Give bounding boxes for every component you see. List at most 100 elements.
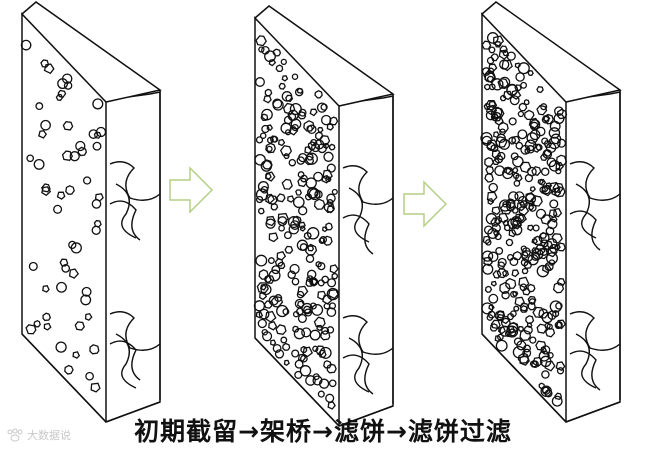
particle: [514, 84, 522, 92]
particle: [486, 32, 499, 44]
particle: [274, 349, 285, 359]
particle: [292, 311, 300, 318]
particle: [276, 251, 287, 261]
particle: [499, 94, 507, 102]
particle: [555, 361, 566, 372]
pore-channel-inner: [348, 187, 370, 243]
particle: [255, 195, 264, 204]
particle: [283, 115, 293, 125]
watermark: 大数据说: [6, 426, 71, 444]
particle: [545, 182, 553, 190]
particle: [554, 392, 563, 401]
particle: [494, 310, 506, 321]
particle: [84, 312, 93, 321]
filter-panels: [20, 1, 622, 427]
particle: [296, 156, 306, 165]
pore-channel-inner: [115, 333, 137, 389]
particle: [508, 136, 517, 145]
particle: [299, 225, 306, 232]
particle: [259, 291, 268, 301]
pore-channel: [342, 165, 394, 255]
particle: [505, 238, 514, 247]
particle: [543, 140, 553, 148]
particle: [26, 154, 35, 163]
particle: [487, 67, 495, 75]
particle: [541, 311, 554, 324]
particle: [271, 135, 279, 143]
particle: [318, 237, 326, 244]
particle: [264, 310, 277, 323]
particle: [320, 114, 332, 126]
particle: [266, 124, 274, 131]
particle: [68, 268, 80, 279]
particle: [297, 177, 308, 188]
particle: [257, 318, 267, 329]
particle: [328, 302, 337, 310]
particle: [322, 169, 333, 181]
particle: [268, 232, 279, 243]
particle: [272, 98, 283, 109]
particle: [307, 245, 315, 252]
particle: [303, 305, 312, 314]
particle: [287, 195, 295, 203]
particle: [43, 63, 55, 75]
particle: [551, 187, 562, 198]
particle: [491, 149, 502, 159]
particle: [42, 312, 52, 322]
particle: [307, 141, 317, 151]
particle: [520, 245, 527, 252]
particle: [527, 224, 534, 232]
particle: [295, 189, 303, 196]
particle: [556, 367, 565, 375]
particle: [548, 259, 556, 266]
particle: [502, 201, 509, 208]
particle: [289, 263, 300, 275]
particle: [329, 116, 339, 126]
particle: [544, 327, 556, 338]
particle: [264, 50, 276, 63]
particle: [545, 226, 555, 236]
particle: [501, 315, 511, 325]
particle: [82, 176, 92, 185]
particle: [550, 216, 558, 223]
particle: [535, 340, 547, 351]
process-caption: 初期截留→架桥→滤饼→滤饼过滤: [134, 417, 512, 446]
particle: [514, 62, 521, 69]
particle: [497, 78, 509, 90]
particle: [276, 304, 289, 318]
particle: [93, 131, 102, 139]
paw-logo-icon: [7, 428, 23, 442]
particle: [523, 344, 531, 353]
particle: [512, 250, 523, 261]
particle: [309, 108, 318, 117]
particle: [305, 152, 318, 165]
particle: [321, 226, 328, 233]
particle: [554, 106, 564, 117]
pore-channel: [109, 161, 161, 241]
particle: [306, 186, 319, 199]
particle: [505, 167, 514, 176]
panel-bottom-edge: [21, 333, 107, 423]
particle: [95, 126, 107, 138]
particle: [505, 201, 517, 212]
particle: [524, 139, 537, 152]
particle: [270, 295, 284, 308]
particle: [497, 257, 507, 267]
particle: [490, 280, 497, 287]
particle: [515, 174, 523, 182]
particle: [326, 193, 336, 204]
particle: [293, 328, 306, 340]
particle: [313, 198, 326, 210]
particle: [75, 140, 86, 152]
pore-channel-inner: [115, 183, 137, 239]
particle: [255, 35, 267, 47]
particle: [74, 321, 85, 331]
particle: [490, 319, 501, 330]
particle: [90, 382, 101, 393]
particle: [527, 283, 536, 293]
particle: [313, 171, 324, 182]
particle: [527, 70, 534, 76]
particle: [552, 207, 563, 218]
particle: [556, 278, 566, 287]
particle: [276, 193, 286, 203]
